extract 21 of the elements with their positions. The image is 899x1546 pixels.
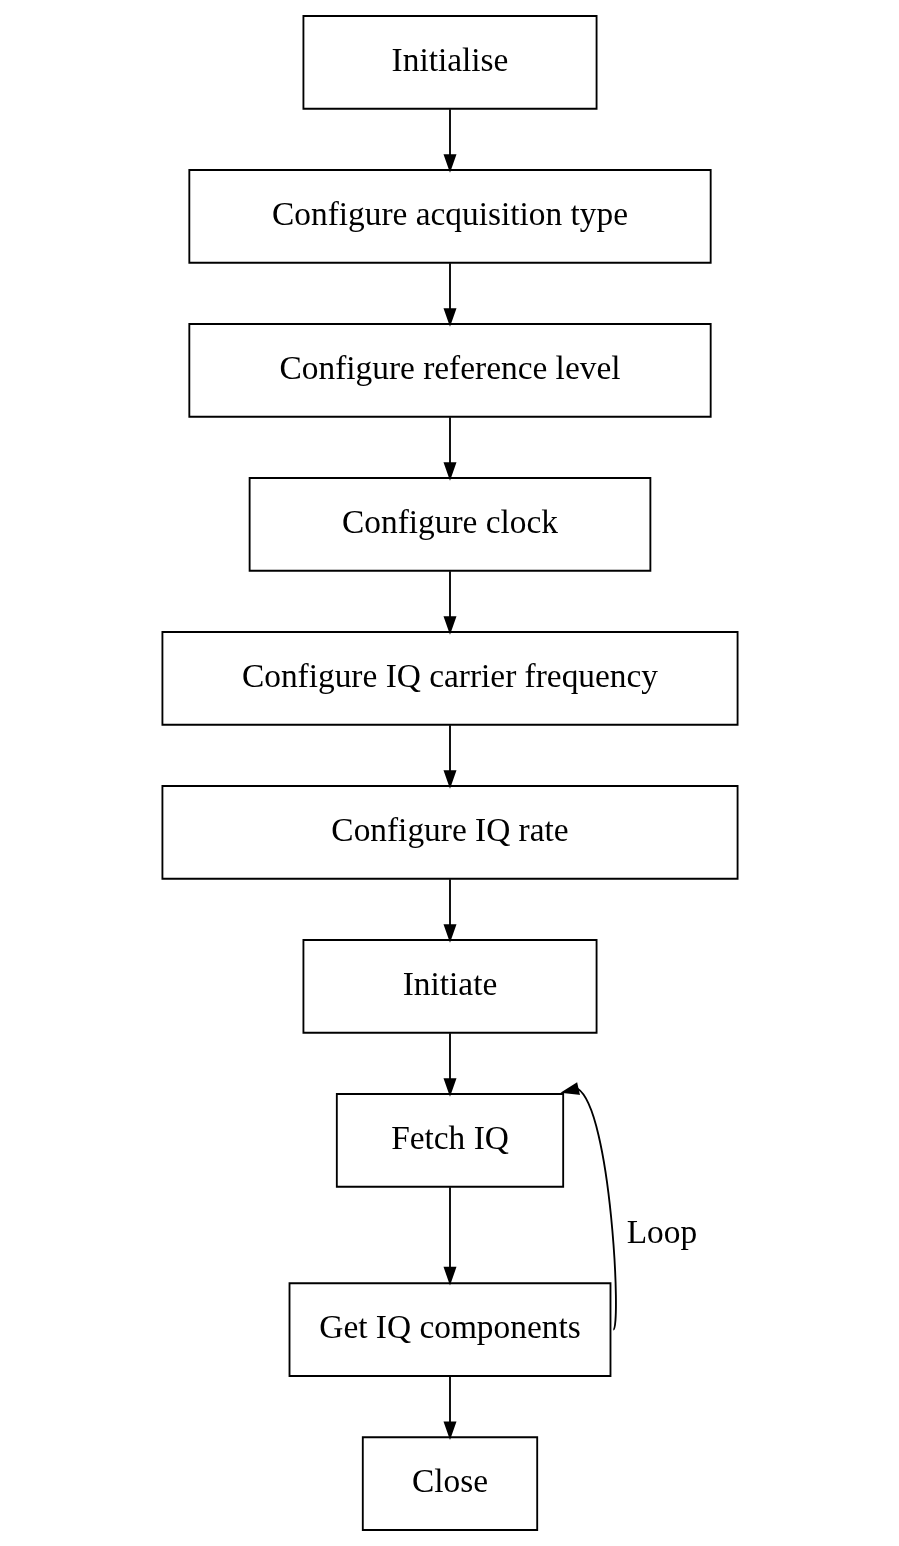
arrow [443,570,456,635]
node-box: Initiate [302,939,597,1034]
arrow [559,1082,617,1331]
node-box: Configure reference level [187,323,712,418]
node-box: Get IQ components [288,1282,611,1377]
arrow [443,262,456,327]
node-box: Configure IQ carrier frequency [161,631,738,726]
arrow [443,1186,456,1286]
arrow [443,416,456,481]
arrow [443,1032,456,1097]
edge-label: Loop [626,1213,697,1251]
arrow [443,724,456,789]
node-box: Initialise [302,15,597,110]
arrow [443,108,456,173]
node-box: Close [361,1436,538,1531]
arrow [443,878,456,943]
node-box: Configure clock [248,477,651,572]
node-box: Fetch IQ [335,1093,564,1188]
node-box: Configure IQ rate [161,785,738,880]
arrow [443,1375,456,1440]
node-box: Configure acquisition type [187,169,712,264]
